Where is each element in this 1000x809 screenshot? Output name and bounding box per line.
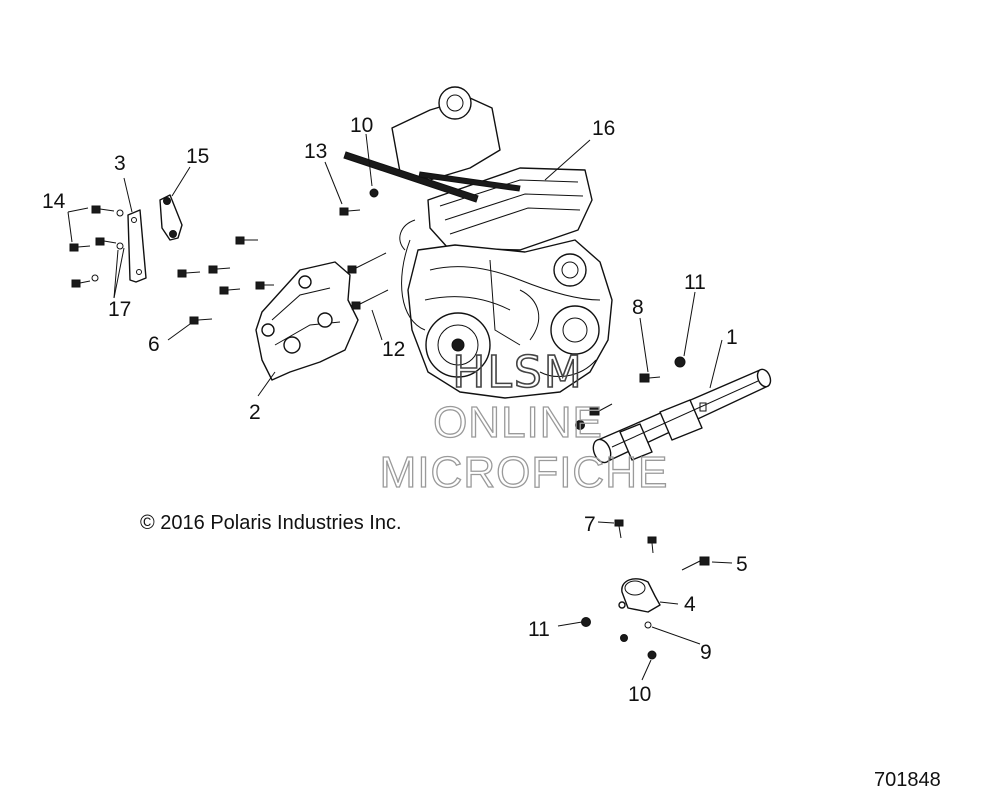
- callout-8: 8: [632, 296, 644, 319]
- link-bracket: [159, 194, 183, 241]
- callout-14: 14: [42, 190, 66, 213]
- long-stud-bolts: [343, 151, 521, 203]
- engine-mount-bracket: [255, 261, 359, 381]
- copyright-notice: © 2016 Polaris Industries Inc.: [140, 512, 402, 534]
- callout-4: 4: [684, 593, 696, 616]
- callout-leaders: [67, 133, 733, 681]
- engine-assembly: [391, 86, 613, 399]
- callout-6: 6: [148, 333, 160, 356]
- watermark-line-2: ONLINE: [433, 398, 603, 447]
- callout-15: 15: [186, 145, 209, 168]
- callout-2: 2: [249, 401, 261, 424]
- mount-plate: [127, 209, 147, 283]
- callout-5: 5: [736, 553, 748, 576]
- callout-11-bottom: 11: [528, 618, 550, 641]
- callout-16: 16: [592, 117, 615, 140]
- callout-10-top: 10: [350, 114, 373, 137]
- watermark: HLSM ONLINE MICROFICHE: [379, 346, 669, 497]
- callout-12: 12: [382, 338, 405, 361]
- callout-7: 7: [584, 513, 596, 536]
- frame-crossmember-tube: [592, 368, 772, 464]
- bolts-right-upper: [575, 356, 686, 430]
- callout-labels: 1 2 3 4 5 6 7 8 9 10 10 11 11 12 13 14 1…: [42, 114, 748, 706]
- callout-10-bottom: 10: [628, 683, 651, 706]
- callout-13: 13: [304, 140, 327, 163]
- watermark-line-1: HLSM: [452, 347, 584, 398]
- callout-1: 1: [726, 326, 738, 349]
- watermark-line-3: MICROFICHE: [380, 448, 669, 497]
- figure-number: 701848: [874, 769, 941, 791]
- bolts-left: [69, 188, 389, 325]
- callout-3: 3: [114, 152, 126, 175]
- callout-11-top: 11: [684, 271, 706, 294]
- callout-9: 9: [700, 641, 712, 664]
- lower-engine-mount: [581, 519, 710, 660]
- callout-17: 17: [108, 298, 131, 321]
